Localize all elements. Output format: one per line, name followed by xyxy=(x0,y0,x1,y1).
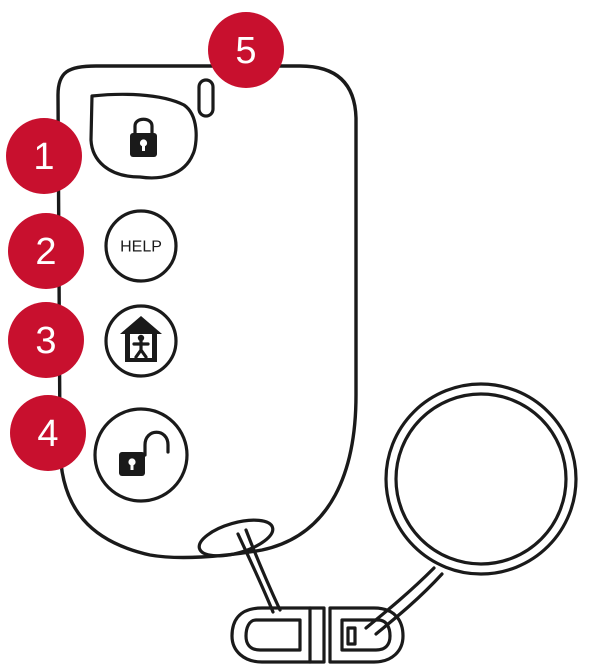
clip-right xyxy=(330,608,403,662)
callout-label-5: 5 xyxy=(235,30,256,72)
callout-label-3: 3 xyxy=(35,320,56,362)
callout-badge-1: 1 xyxy=(6,118,82,194)
callout-badge-5: 5 xyxy=(208,12,284,88)
callout-badge-2: 2 xyxy=(8,213,84,289)
callout-badge-4: 4 xyxy=(10,395,86,471)
callout-label-4: 4 xyxy=(37,413,58,455)
help-button-label: HELP xyxy=(120,239,162,256)
key-fob-body xyxy=(58,66,356,557)
clip-left xyxy=(232,608,324,662)
callout-label-1: 1 xyxy=(33,136,54,178)
callout-label-2: 2 xyxy=(35,231,56,273)
key-ring xyxy=(366,384,576,634)
callout-badge-3: 3 xyxy=(8,302,84,378)
